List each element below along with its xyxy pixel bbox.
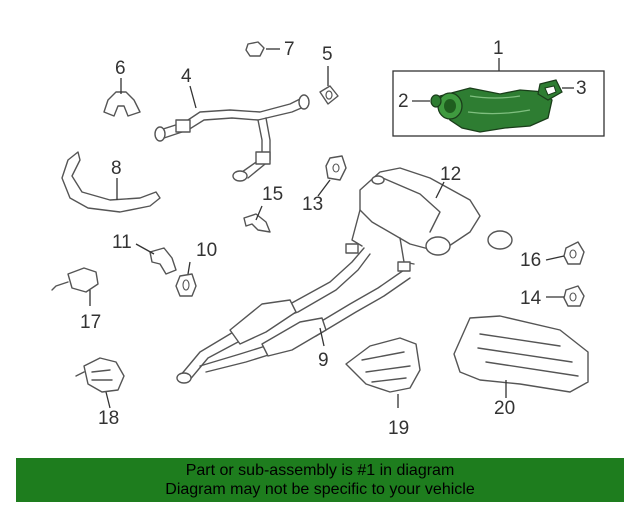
front-bracket-part-8[interactable] <box>61 151 161 213</box>
leader-12 <box>435 181 445 199</box>
callout-12[interactable]: 12 <box>440 164 461 185</box>
callout-7[interactable]: 7 <box>284 39 295 60</box>
leader-16 <box>545 255 565 261</box>
leader-11 <box>135 243 155 255</box>
callout-17[interactable]: 17 <box>80 312 101 333</box>
rear-muffler-part-12[interactable] <box>351 167 513 265</box>
callout-16[interactable]: 16 <box>520 250 541 271</box>
leader-4 <box>189 85 197 109</box>
callout-14[interactable]: 14 <box>520 288 542 309</box>
callout-9[interactable]: 9 <box>318 350 329 371</box>
bracket-part-6[interactable] <box>103 91 141 117</box>
leader-18 <box>105 391 111 409</box>
leader-10 <box>187 261 191 275</box>
bracket-part-18[interactable] <box>75 357 125 393</box>
callout-8[interactable]: 8 <box>111 158 122 179</box>
center-pipe-part-9[interactable] <box>176 243 411 384</box>
callout-10[interactable]: 10 <box>196 240 217 261</box>
callout-13[interactable]: 13 <box>302 194 323 215</box>
parts-diagram: 1 2 3 4 5 6 7 8 <box>51 38 605 439</box>
leader-9 <box>319 327 325 347</box>
heat-shield-part-20[interactable] <box>453 315 589 393</box>
bracket-part-11[interactable] <box>149 247 177 275</box>
gasket-part-2[interactable] <box>430 94 442 108</box>
catalytic-converter-part-1[interactable] <box>437 87 553 133</box>
callout-2[interactable]: 2 <box>398 91 409 112</box>
leader-15 <box>255 205 263 221</box>
heat-shield-part-19[interactable] <box>345 337 421 393</box>
banner-line-2: Diagram may not be specific to your vehi… <box>165 481 475 498</box>
bracket-part-17[interactable] <box>51 267 99 293</box>
callout-19[interactable]: 19 <box>388 418 409 439</box>
info-banner: Part or sub-assembly is #1 in diagram Di… <box>16 458 624 502</box>
front-y-pipe-part-4[interactable] <box>154 94 310 182</box>
callout-4[interactable]: 4 <box>181 66 192 87</box>
callout-5[interactable]: 5 <box>322 44 333 65</box>
callout-3[interactable]: 3 <box>576 78 587 99</box>
clip-part-7[interactable] <box>245 41 265 57</box>
callout-15[interactable]: 15 <box>262 184 283 205</box>
banner-line-1: Part or sub-assembly is #1 in diagram <box>185 462 455 479</box>
leader-13 <box>317 179 331 197</box>
callout-18[interactable]: 18 <box>98 408 119 429</box>
callout-11[interactable]: 11 <box>112 232 132 253</box>
callout-6[interactable]: 6 <box>115 58 126 79</box>
callout-20[interactable]: 20 <box>494 398 515 419</box>
callout-1[interactable]: 1 <box>493 38 504 59</box>
